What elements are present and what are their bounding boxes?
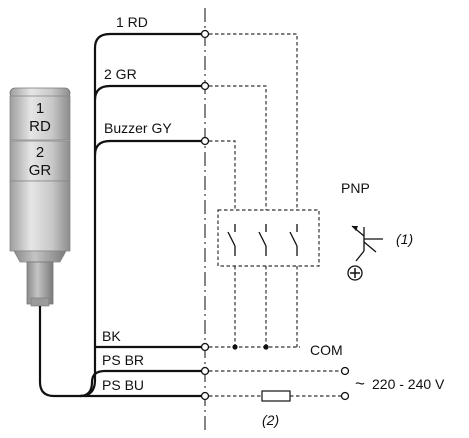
pnp-output-box — [217, 209, 320, 267]
lamp-neck — [13, 250, 67, 263]
com-label: COM — [310, 342, 343, 358]
wire-red — [79, 32, 202, 398]
pnp-transistor-icon — [351, 225, 383, 262]
wire-label-ps-brown: PS BR — [102, 352, 144, 368]
supply-terminal-top — [340, 366, 350, 376]
lamp-pole-foot — [30, 297, 50, 307]
wire-label-buzzer: Buzzer GY — [104, 120, 172, 136]
lamp-cable — [38, 306, 80, 398]
wire-buzzer — [93, 139, 202, 156]
terminals — [200, 29, 210, 401]
wire-green — [93, 84, 202, 101]
supply-terminal-bottom — [340, 391, 350, 401]
ac-symbol: ~ — [355, 374, 365, 393]
lamp-segment-2-number: 2 — [36, 144, 44, 161]
switch-contacts — [227, 224, 298, 256]
dashed-green — [209, 85, 267, 210]
terminal-red — [200, 29, 210, 39]
external-wiring — [209, 33, 350, 402]
terminal-black — [200, 342, 210, 352]
terminal-buzzer — [200, 136, 210, 146]
wire-ps-brown — [79, 369, 202, 398]
terminal-green — [200, 81, 210, 91]
dashed-red — [209, 33, 298, 210]
lamp-pole — [26, 261, 54, 305]
note-2-label: (2) — [262, 412, 279, 428]
terminal-ps-blue — [200, 391, 210, 401]
terminal-ps-brown — [200, 366, 210, 376]
signal-tower-lamp: 1 RD 2 GR — [9, 87, 71, 307]
fuse-symbol — [261, 390, 291, 402]
wire-label-red: 1 RD — [116, 14, 148, 30]
supply-voltage-label: 220 - 240 V — [372, 376, 445, 392]
lamp-segment-2-color: GR — [29, 162, 52, 179]
wire-label-ps-blue: PS BU — [102, 377, 144, 393]
pnp-label: PNP — [341, 180, 370, 196]
lamp-segment-1 — [9, 95, 71, 141]
dashed-buzzer — [209, 140, 236, 210]
lamp-segment-1-color: RD — [29, 118, 51, 135]
plus-terminal-icon — [347, 265, 363, 281]
wire-bundle — [79, 32, 202, 398]
wire-label-black: BK — [102, 328, 121, 344]
lamp-segment-1-number: 1 — [36, 100, 44, 117]
junction-dot-2 — [263, 344, 269, 350]
wire-label-green: 2 GR — [104, 66, 137, 82]
junction-dot-1 — [232, 344, 238, 350]
lamp-body — [9, 180, 71, 252]
note-1-label: (1) — [396, 231, 413, 247]
lamp-segment-2 — [9, 140, 71, 182]
